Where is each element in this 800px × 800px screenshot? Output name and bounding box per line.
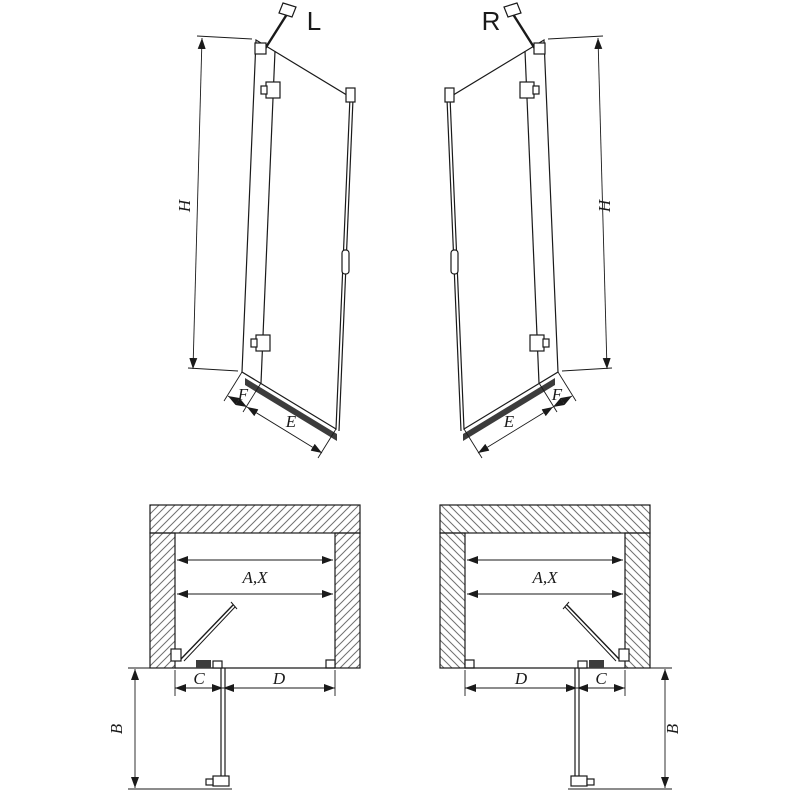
label-b-right: B (663, 723, 682, 734)
label-variant-right: R (482, 6, 501, 36)
label-door-width-right: E (503, 412, 515, 431)
plan-view-right-door (440, 505, 672, 789)
label-variant-left: L (307, 6, 321, 36)
front-view-left-door (188, 3, 355, 458)
label-opening-width-right: A,X (531, 568, 558, 587)
plan-view-left-door (128, 505, 360, 789)
label-height-right: H (595, 198, 614, 213)
front-view-right-door (445, 3, 612, 458)
label-b-left: B (107, 723, 126, 734)
label-c-right: C (595, 669, 607, 688)
label-d-left: D (272, 669, 286, 688)
label-fixed-width-right: F (551, 385, 563, 404)
label-height-left: H (175, 198, 194, 213)
label-d-right: D (514, 669, 528, 688)
label-door-width-left: E (285, 412, 297, 431)
label-fixed-width-left: F (237, 385, 249, 404)
label-c-left: C (193, 669, 205, 688)
label-opening-width-left: A,X (241, 568, 268, 587)
